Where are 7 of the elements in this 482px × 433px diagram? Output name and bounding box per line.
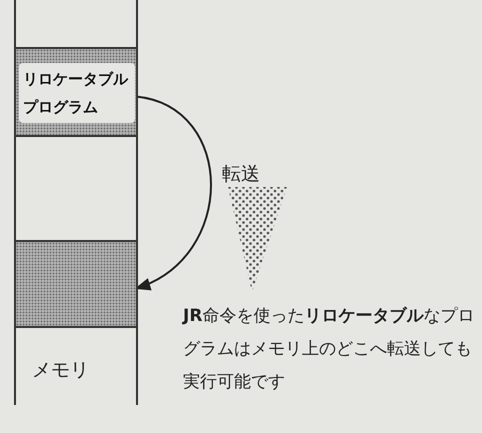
caption-text: JR命令を使ったリロケータブルなプログラムはメモリ上のどこへ転送しても実行可能です xyxy=(183,305,476,394)
block-label: リロケータブルプログラム xyxy=(19,63,135,123)
column-label: メモリ xyxy=(32,358,89,383)
memory-column xyxy=(14,0,138,405)
memory-block xyxy=(16,240,136,328)
transfer-label: 転送 xyxy=(222,162,261,187)
program-block xyxy=(16,47,136,137)
